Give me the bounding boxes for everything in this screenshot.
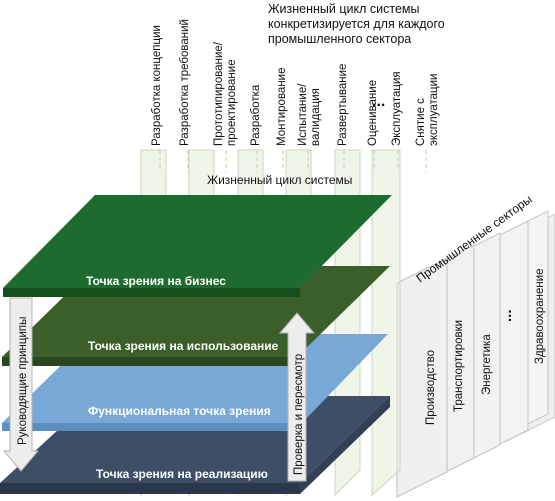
sector-label-production: Производство [425, 350, 437, 425]
stage-label-2: Разработка требований [179, 19, 191, 146]
sector-label-transport: Транспортировки [453, 320, 465, 412]
lifecycle-ellipsis: ... [372, 93, 385, 110]
sector-label-ellipsis: ... [498, 309, 515, 322]
sector-panel-1 [396, 257, 448, 498]
check-review-label: Проверка и пересмотр [293, 354, 305, 475]
lifecycle-note-line-2: конкретизируется для каждого [268, 17, 445, 31]
stage-label-8: Оценивание [367, 80, 379, 146]
lifecycle-tick-lines [159, 150, 427, 172]
stage-label-10: Снятие сэксплуатации [415, 74, 440, 146]
plane-business: Точка зрения на бизнес [3, 195, 392, 297]
sector-label-healthcare: Здравоохранение [534, 268, 546, 364]
plane-label-usage: Точка зрения на использование [88, 339, 279, 353]
lifecycle-note-line-3: промышленного сектора [268, 32, 412, 46]
stage-label-3: Прототипирование/проектирование [213, 41, 238, 146]
plane-label-business: Точка зрения на бизнес [86, 274, 226, 288]
check-review-arrow: Проверка и пересмотр [278, 312, 316, 482]
stage-label-4: Разработка [250, 84, 262, 146]
stage-label-9: Эксплуатация [391, 71, 403, 146]
stage-label-7: Развертывание [337, 64, 349, 146]
guiding-principles-label: Руководящие принципы [17, 317, 29, 445]
lifecycle-stage-labels: Разработка концепции Разработка требован… [151, 19, 440, 146]
guiding-principles-arrow: Руководящие принципы [2, 297, 40, 472]
lifecycle-note: Жизненный цикл системы конкретизируется … [268, 2, 528, 47]
sector-panels [396, 210, 555, 498]
stage-label-5: Монтирование [276, 68, 288, 146]
plane-label-implementation: Точка зрения на реализацию [96, 467, 268, 481]
stage-label-6: Испытание/валидация [297, 83, 322, 146]
lifecycle-note-line-1: Жизненный цикл системы [268, 2, 420, 16]
stage-label-1: Разработка концепции [151, 25, 163, 146]
sector-label-energy: Энергетика [481, 334, 493, 395]
sector-labels: Производство Транспортировки Энергетика … [425, 268, 546, 425]
plane-label-functional: Функциональная точка зрения [88, 404, 271, 418]
lifecycle-label: Жизненный цикл системы [207, 173, 352, 187]
